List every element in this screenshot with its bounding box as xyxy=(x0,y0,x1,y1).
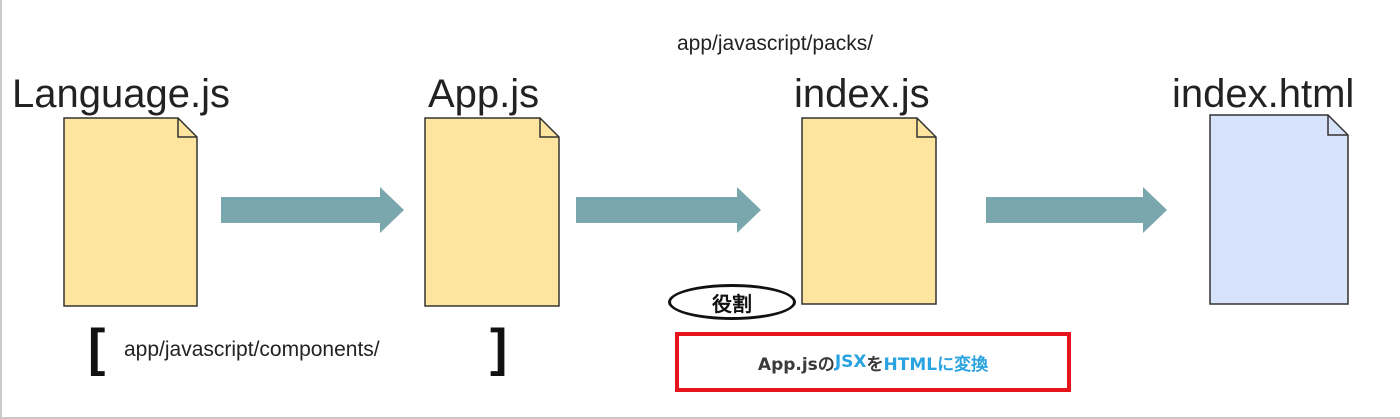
role-description-part: HTMLに変換 xyxy=(883,354,989,375)
frame-left-border xyxy=(0,0,2,419)
frame-bottom-border xyxy=(0,417,1400,419)
arrow-right-icon xyxy=(986,187,1167,233)
path-label-packs: app/javascript/packs/ xyxy=(677,32,874,55)
arrow-right-icon xyxy=(221,187,404,233)
role-label: 役割 xyxy=(668,284,796,320)
bracket-open: [ xyxy=(88,319,106,377)
document-icon-language xyxy=(63,117,198,307)
document-icon-app xyxy=(424,117,560,307)
file-title-app: App.js xyxy=(428,72,540,116)
arrow-right-icon xyxy=(576,187,761,233)
file-title-language: Language.js xyxy=(12,72,230,116)
role-description-part: を xyxy=(866,354,884,375)
file-title-index-js: index.js xyxy=(794,72,930,116)
role-description-part: App.jsの xyxy=(757,354,835,375)
file-title-index-html: index.html xyxy=(1172,72,1355,116)
role-description-part: JSX xyxy=(834,352,867,372)
bracket-close: ] xyxy=(490,319,508,377)
document-icon-index-js xyxy=(801,117,937,305)
path-label-components: app/javascript/components/ xyxy=(124,338,380,361)
document-icon-index-html xyxy=(1209,114,1349,305)
